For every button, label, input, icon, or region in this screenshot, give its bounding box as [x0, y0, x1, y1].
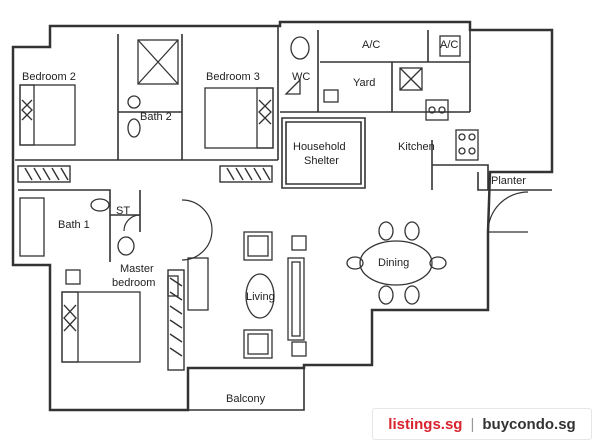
wc-label: WC: [292, 71, 310, 83]
bath1-label: Bath 1: [58, 219, 90, 231]
watermark-site2: buycondo.sg: [482, 415, 576, 433]
bath2-label: Bath 2: [140, 111, 172, 123]
bedroom2-label: Bedroom 2: [22, 71, 76, 83]
bathroom-fixtures: [19, 36, 423, 285]
living-label: Living: [246, 291, 275, 303]
doors: [123, 191, 529, 261]
kitchen-fixtures: [425, 35, 479, 161]
planter-label: Planter: [491, 175, 526, 187]
watermark-site1: listings.sg: [388, 415, 463, 433]
yard-label: Yard: [353, 77, 375, 89]
shelter-label-line1: Household: [293, 141, 346, 153]
wardrobes: [17, 165, 273, 371]
ac2-label: A/C: [440, 39, 458, 51]
shelter-label-line2: Shelter: [304, 155, 339, 167]
balcony-label: Balcony: [226, 393, 266, 405]
ac1-label: A/C: [362, 39, 380, 51]
beds: [19, 84, 274, 363]
interior-walls: [15, 26, 552, 411]
living-dining-furniture: [167, 221, 447, 359]
store-label: ST: [116, 205, 130, 217]
watermark-separator: |: [470, 415, 475, 433]
room-labels: Bedroom 2 Bedroom 3 Bath 2 WC A/C A/C Ya…: [22, 39, 526, 405]
dining-label: Dining: [378, 257, 409, 269]
master-label-line1: Master: [120, 263, 154, 275]
kitchen-label: Kitchen: [398, 141, 435, 153]
watermark: listings.sg | buycondo.sg: [372, 408, 592, 440]
bedroom3-label: Bedroom 3: [206, 71, 260, 83]
outer-walls: [11, 20, 554, 412]
master-label-line2: bedroom: [112, 277, 155, 289]
